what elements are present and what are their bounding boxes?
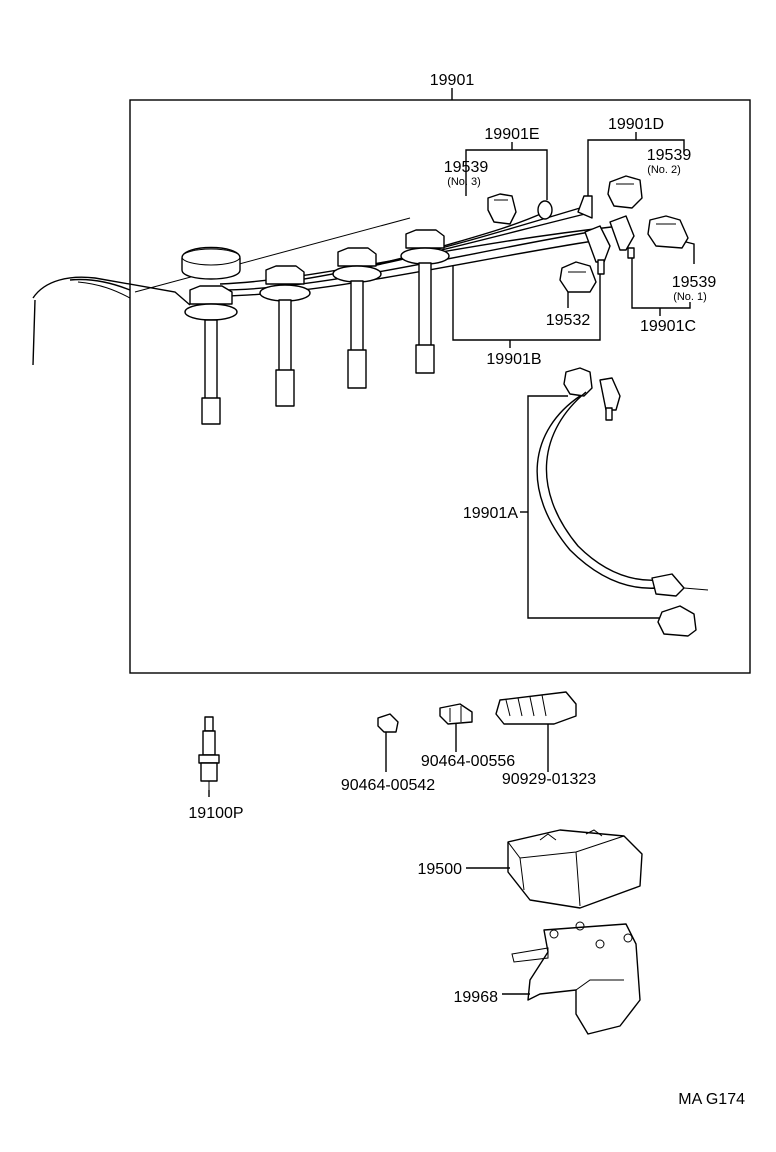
coil-bracket-icon <box>511 921 641 1035</box>
label-19532: 19532 <box>546 312 591 329</box>
label-19901A: 19901A <box>463 505 518 522</box>
boot-cylinder-3 <box>332 247 382 389</box>
label-19539-no1: 19539 <box>672 274 717 291</box>
label-19500: 19500 <box>418 861 463 878</box>
connector-b <box>584 225 611 275</box>
label-19539-no3: 19539 <box>444 159 489 176</box>
drawing-code: MA G174 <box>678 1091 745 1108</box>
spark-plug-icon <box>198 716 220 790</box>
cap-19539-no3-icon <box>487 193 517 225</box>
label-90464-00542: 90464-00542 <box>341 777 435 794</box>
bracket-19901B <box>452 266 601 341</box>
cap-19539-no2-icon <box>607 175 643 209</box>
label-19901D: 19901D <box>608 116 664 133</box>
label-19100P: 19100P <box>188 805 243 822</box>
label-19968: 19968 <box>454 989 499 1006</box>
label-90464-00556: 90464-00556 <box>421 753 515 770</box>
assembly-frame <box>129 99 751 674</box>
label-19539-no2: 19539 <box>647 147 692 164</box>
bracket-19901E <box>465 149 548 200</box>
bracket-19901C <box>631 258 691 309</box>
leader-19539-no1 <box>685 241 695 264</box>
bracket-19901A <box>527 395 660 619</box>
label-19539-no2-note: (No. 2) <box>647 164 681 176</box>
label-19539-no3-note: (No. 3) <box>447 176 481 188</box>
cap-19532-icon <box>559 261 597 293</box>
label-90929-01323: 90929-01323 <box>502 771 596 788</box>
label-19901E: 19901E <box>484 126 539 143</box>
ignition-coil-icon <box>507 829 643 909</box>
clamp-90464-00556-icon <box>439 703 473 725</box>
connector-e <box>537 200 553 220</box>
connector-d <box>577 195 593 219</box>
connector-c <box>609 215 635 259</box>
label-19901B: 19901B <box>486 351 541 368</box>
boot-cylinder-1 <box>184 285 238 425</box>
clamp-90464-00542-icon <box>377 713 399 733</box>
boot-cylinder-4 <box>400 229 450 374</box>
cap-19539-no1-icon <box>647 215 689 249</box>
clamp-90929-01323-icon <box>495 691 577 725</box>
label-19901C: 19901C <box>640 318 696 335</box>
engine-outline <box>32 217 411 366</box>
label-19539-no1-note: (No. 1) <box>673 291 707 303</box>
boot-cylinder-2 <box>259 265 311 407</box>
label-19901: 19901 <box>430 72 475 89</box>
cord-19901A-icon <box>536 367 709 637</box>
distributor-icon <box>181 246 241 280</box>
